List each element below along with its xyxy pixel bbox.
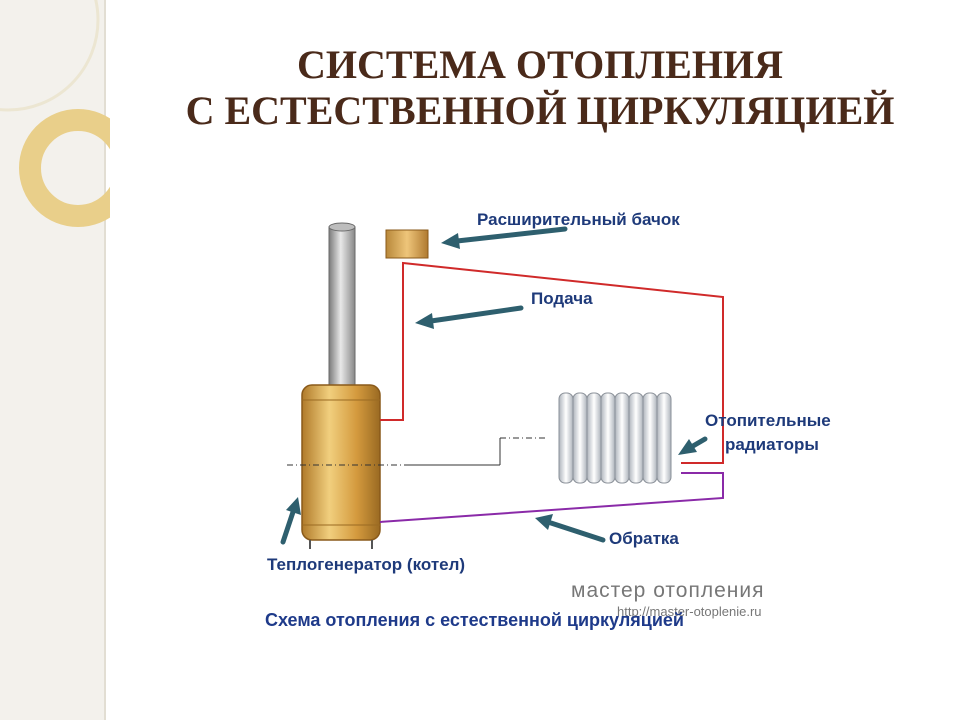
- return-pointer-arrowhead: [535, 514, 553, 530]
- label-boiler: Теплогенератор (котел): [267, 555, 466, 574]
- slide-title: СИСТЕМА ОТОПЛЕНИЯ С ЕСТЕСТВЕННОЙ ЦИРКУЛЯ…: [150, 42, 930, 134]
- supply-pointer-arrowhead: [415, 313, 434, 329]
- supply-pointer-arrow: [428, 305, 524, 324]
- heating-diagram-drawing: [280, 222, 724, 549]
- label-return: Обратка: [609, 529, 679, 548]
- radiator-fin: [572, 392, 588, 484]
- label-expansion-tank: Расширительный бачок: [477, 210, 680, 229]
- boiler-body: [301, 384, 381, 541]
- label-supply: Подача: [531, 289, 593, 308]
- watermark-url: http://master-otoplenie.ru: [617, 604, 762, 619]
- radiator-fin: [558, 392, 574, 484]
- boiler-pointer-arrow: [280, 509, 296, 545]
- label-radiators-line-1: Отопительные: [705, 411, 831, 430]
- decor-ring-outer: [0, 0, 100, 112]
- tank-pointer-arrow: [454, 226, 568, 244]
- diagram-caption: Схема отопления с естественной циркуляци…: [265, 610, 684, 630]
- radiator: [558, 392, 672, 484]
- expansion-tank: [385, 229, 429, 259]
- label-radiators-line-2: радиаторы: [725, 435, 819, 454]
- slide-title-line-1: СИСТЕМА ОТОПЛЕНИЯ: [297, 42, 783, 87]
- radiator-fin: [642, 392, 658, 484]
- radiator-pointer-arrow: [690, 436, 708, 449]
- radiator-fin: [614, 392, 630, 484]
- tank-pointer-arrowhead: [441, 233, 460, 249]
- supply-pipe: [380, 261, 724, 464]
- heating-diagram: Расширительный бачок Подача Отопительные…: [185, 205, 885, 645]
- return-pointer-arrow: [548, 520, 606, 543]
- return-pipe: [379, 472, 724, 523]
- decorative-rings: [0, 0, 110, 227]
- boiler-pointer-arrowhead: [286, 497, 301, 515]
- radiator-fin: [600, 392, 616, 484]
- chimney-top: [328, 222, 356, 232]
- radiator-fin: [628, 392, 644, 484]
- slide-side-panel-edge: [104, 0, 106, 720]
- radiator-pointer-arrowhead: [678, 439, 697, 455]
- watermark-brand: мастер отопления: [571, 579, 765, 602]
- chimney: [328, 226, 356, 388]
- decor-ring-gold: [19, 109, 110, 227]
- slide-title-line-2: С ЕСТЕСТВЕННОЙ ЦИРКУЛЯЦИЕЙ: [185, 88, 895, 133]
- radiator-fin: [586, 392, 602, 484]
- radiator-fin: [656, 392, 672, 484]
